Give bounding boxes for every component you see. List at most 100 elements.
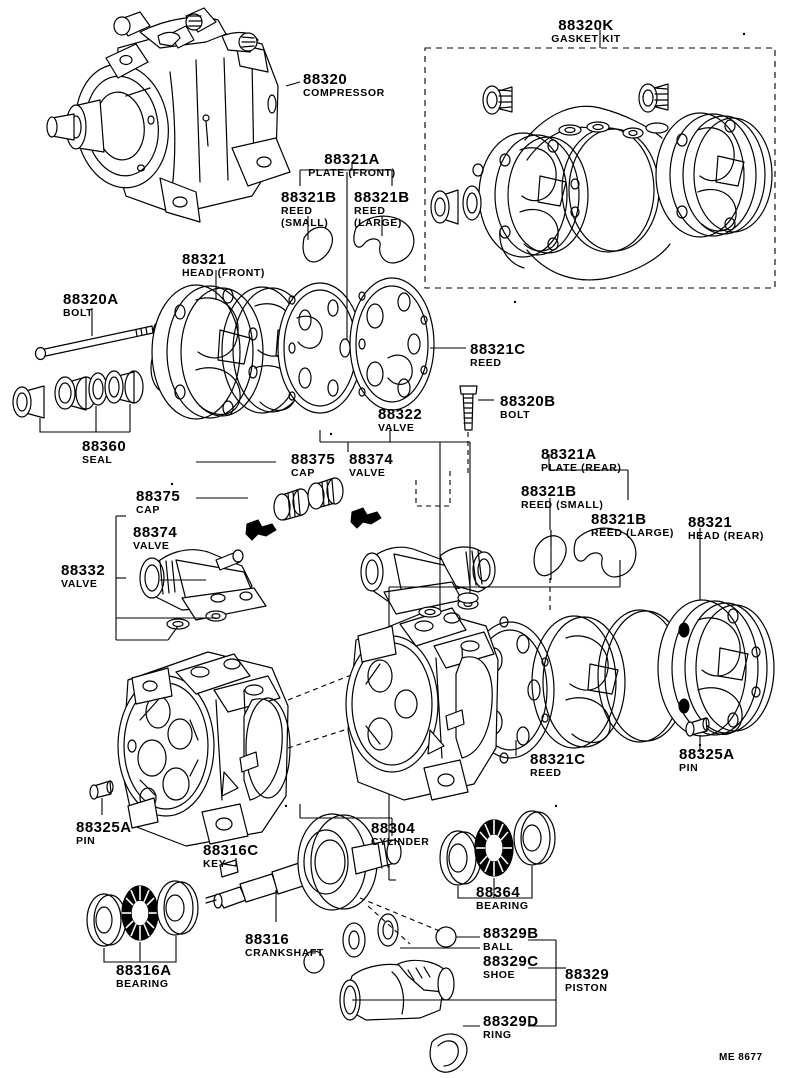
part-description: SHOE [483,969,516,981]
part-description: (LARGE) [354,216,402,229]
part-number: 88320A [63,291,119,308]
part-description: SEAL [82,454,113,466]
part-description: VALVE [61,578,98,590]
part-number: 88321B [354,189,410,206]
part-number: 88321C [530,751,586,768]
pin-right-drawing [685,717,710,752]
drawing-code: ME 8677 [719,1052,763,1063]
part-description: BOLT [63,307,94,319]
part-number: 88321 [688,514,733,531]
part-number: 88304 [371,820,416,837]
part-number: 88374 [133,524,178,541]
part-description: PLATE (REAR) [541,462,622,474]
part-number: 88321 [182,251,227,268]
suction-valve-drawing [307,430,496,626]
part-description: BEARING [116,978,169,990]
rear-housing-drawing [345,592,499,801]
part-number: 88320K [558,17,614,34]
part-number: 88325A [76,819,132,836]
crankshaft-assembly-drawing [86,810,556,963]
part-description: PLATE (FRONT) [308,167,396,179]
part-description: HEAD (REAR) [688,530,765,542]
part-number: 88329 [565,966,610,983]
part-description: REED (SMALL) [521,499,604,511]
part-description: REED [281,205,313,217]
scan-artifacts [170,32,746,808]
part-description: COMPRESSOR [303,87,385,99]
gasket-kit-group [424,47,776,289]
part-description: REED [354,205,386,217]
part-number: 88316C [203,842,259,859]
part-description: KEY [203,858,227,870]
part-description: CAP [291,467,315,479]
part-description: VALVE [133,540,170,552]
part-number: 88374 [349,451,394,468]
part-description: REED [530,767,562,779]
part-number: 88321A [324,151,380,168]
compressor-body-drawing [46,7,291,223]
part-number: 88320B [500,393,556,410]
part-description: BEARING [476,900,529,912]
part-description: CRANKSHAFT [245,947,324,959]
part-description: REED (LARGE) [591,527,675,539]
part-number: 88325A [679,746,735,763]
part-number: 88316A [116,962,172,979]
part-number: 88320 [303,71,348,88]
part-number: 88375 [291,451,336,468]
part-description: CAP [136,504,160,516]
part-description: PIN [679,762,699,774]
piston-assembly-drawing [303,897,566,1073]
part-number: 88329B [483,925,539,942]
part-number: 88360 [82,438,127,455]
small-bolt-drawing [459,385,478,476]
part-description: GASKET KIT [551,33,621,45]
part-number: 88329D [483,1013,539,1030]
part-description: CYLINDER [371,836,430,848]
pin-left-drawing [89,780,114,815]
part-number: 88332 [61,562,106,579]
part-number: 88321C [470,341,526,358]
part-description: BALL [483,941,514,953]
part-number: 88321B [591,511,647,528]
part-description: PIN [76,835,96,847]
cylinder-housing-drawing [117,627,471,847]
part-description: (SMALL) [281,216,329,229]
part-description: BOLT [500,409,531,421]
part-description: PISTON [565,982,608,994]
part-description: VALVE [378,422,415,434]
part-number: 88321B [521,483,577,500]
part-number: 88321A [541,446,597,463]
part-number: 88316 [245,931,290,948]
